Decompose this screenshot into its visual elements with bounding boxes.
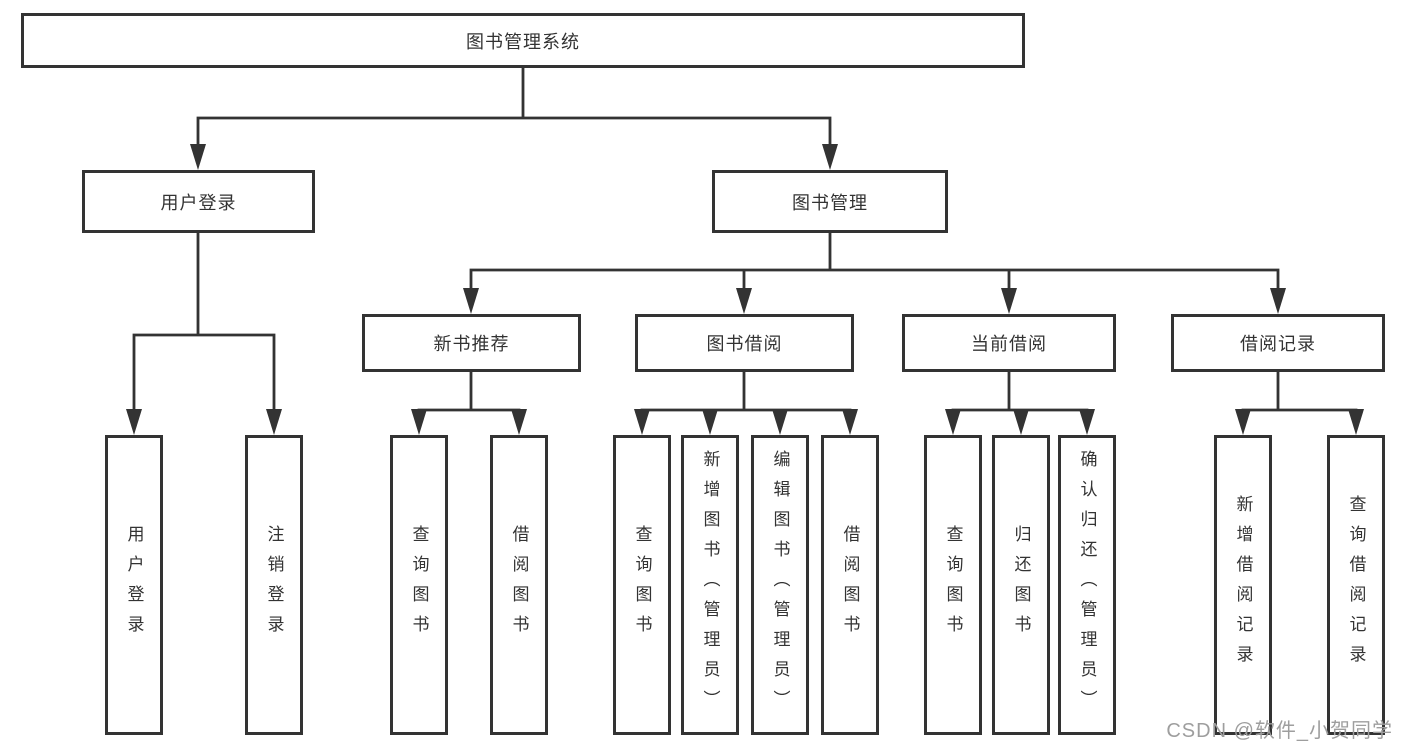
leaf-query-books-recommend: 查询图书: [390, 435, 448, 735]
leaf-label: 注销登录: [264, 525, 284, 645]
arrow-down-icon: [511, 409, 527, 435]
arrow-down-icon: [736, 288, 752, 314]
arrowheads: [126, 144, 1364, 435]
leaf-borrow-books-recommend: 借阅图书: [490, 435, 548, 735]
arrow-down-icon: [1270, 288, 1286, 314]
node-label: 借阅记录: [1240, 334, 1316, 354]
arrow-down-icon: [1079, 409, 1095, 435]
arrow-down-icon: [1001, 288, 1017, 314]
node-book-management: 图书管理: [712, 170, 948, 233]
leaf-return-books: 归还图书: [992, 435, 1050, 735]
leaf-confirm-return-admin: 确认归还（管理员）: [1058, 435, 1116, 735]
arrow-down-icon: [266, 409, 282, 435]
arrow-down-icon: [1235, 409, 1251, 435]
arrow-down-icon: [1013, 409, 1029, 435]
leaf-label: 新增图书（管理员）: [700, 450, 720, 720]
node-borrowing-records: 借阅记录: [1171, 314, 1385, 372]
arrow-down-icon: [842, 409, 858, 435]
leaf-label: 归还图书: [1011, 525, 1031, 645]
leaf-label: 借阅图书: [840, 525, 860, 645]
leaf-add-books-admin: 新增图书（管理员）: [681, 435, 739, 735]
leaf-label: 用户登录: [124, 525, 144, 645]
leaf-query-books-borrow: 查询图书: [613, 435, 671, 735]
leaf-label: 编辑图书（管理员）: [770, 450, 790, 720]
node-library-system: 图书管理系统: [21, 13, 1025, 68]
arrow-down-icon: [772, 409, 788, 435]
arrow-down-icon: [411, 409, 427, 435]
arrow-down-icon: [945, 409, 961, 435]
leaf-query-books-current: 查询图书: [924, 435, 982, 735]
leaf-label: 新增借阅记录: [1233, 495, 1253, 675]
arrow-down-icon: [463, 288, 479, 314]
node-label: 图书管理: [792, 192, 868, 213]
arrow-down-icon: [190, 144, 206, 170]
node-label: 图书管理系统: [466, 31, 580, 52]
node-current-borrowing: 当前借阅: [902, 314, 1116, 372]
leaf-label: 查询图书: [409, 525, 429, 645]
leaf-user-login: 用户登录: [105, 435, 163, 735]
leaf-label: 查询图书: [943, 525, 963, 645]
leaf-query-borrow-record: 查询借阅记录: [1327, 435, 1385, 735]
arrow-down-icon: [126, 409, 142, 435]
leaf-edit-books-admin: 编辑图书（管理员）: [751, 435, 809, 735]
leaf-label: 查询借阅记录: [1346, 495, 1366, 675]
leaf-logout: 注销登录: [245, 435, 303, 735]
leaf-add-borrow-record: 新增借阅记录: [1214, 435, 1272, 735]
node-label: 当前借阅: [971, 334, 1047, 354]
arrow-down-icon: [1348, 409, 1364, 435]
leaf-borrow-books: 借阅图书: [821, 435, 879, 735]
node-new-book-recommendation: 新书推荐: [362, 314, 581, 372]
leaf-label: 查询图书: [632, 525, 652, 645]
node-label: 新书推荐: [433, 334, 510, 354]
leaf-label: 确认归还（管理员）: [1077, 450, 1097, 720]
node-book-borrowing: 图书借阅: [635, 314, 854, 372]
arrow-down-icon: [634, 409, 650, 435]
node-label: 图书借阅: [706, 334, 783, 354]
watermark: CSDN @软件_小贺同学: [1166, 720, 1393, 742]
node-label: 用户登录: [160, 192, 237, 213]
leaf-label: 借阅图书: [509, 525, 529, 645]
node-user-login: 用户登录: [82, 170, 315, 233]
arrow-down-icon: [822, 144, 838, 170]
arrow-down-icon: [702, 409, 718, 435]
